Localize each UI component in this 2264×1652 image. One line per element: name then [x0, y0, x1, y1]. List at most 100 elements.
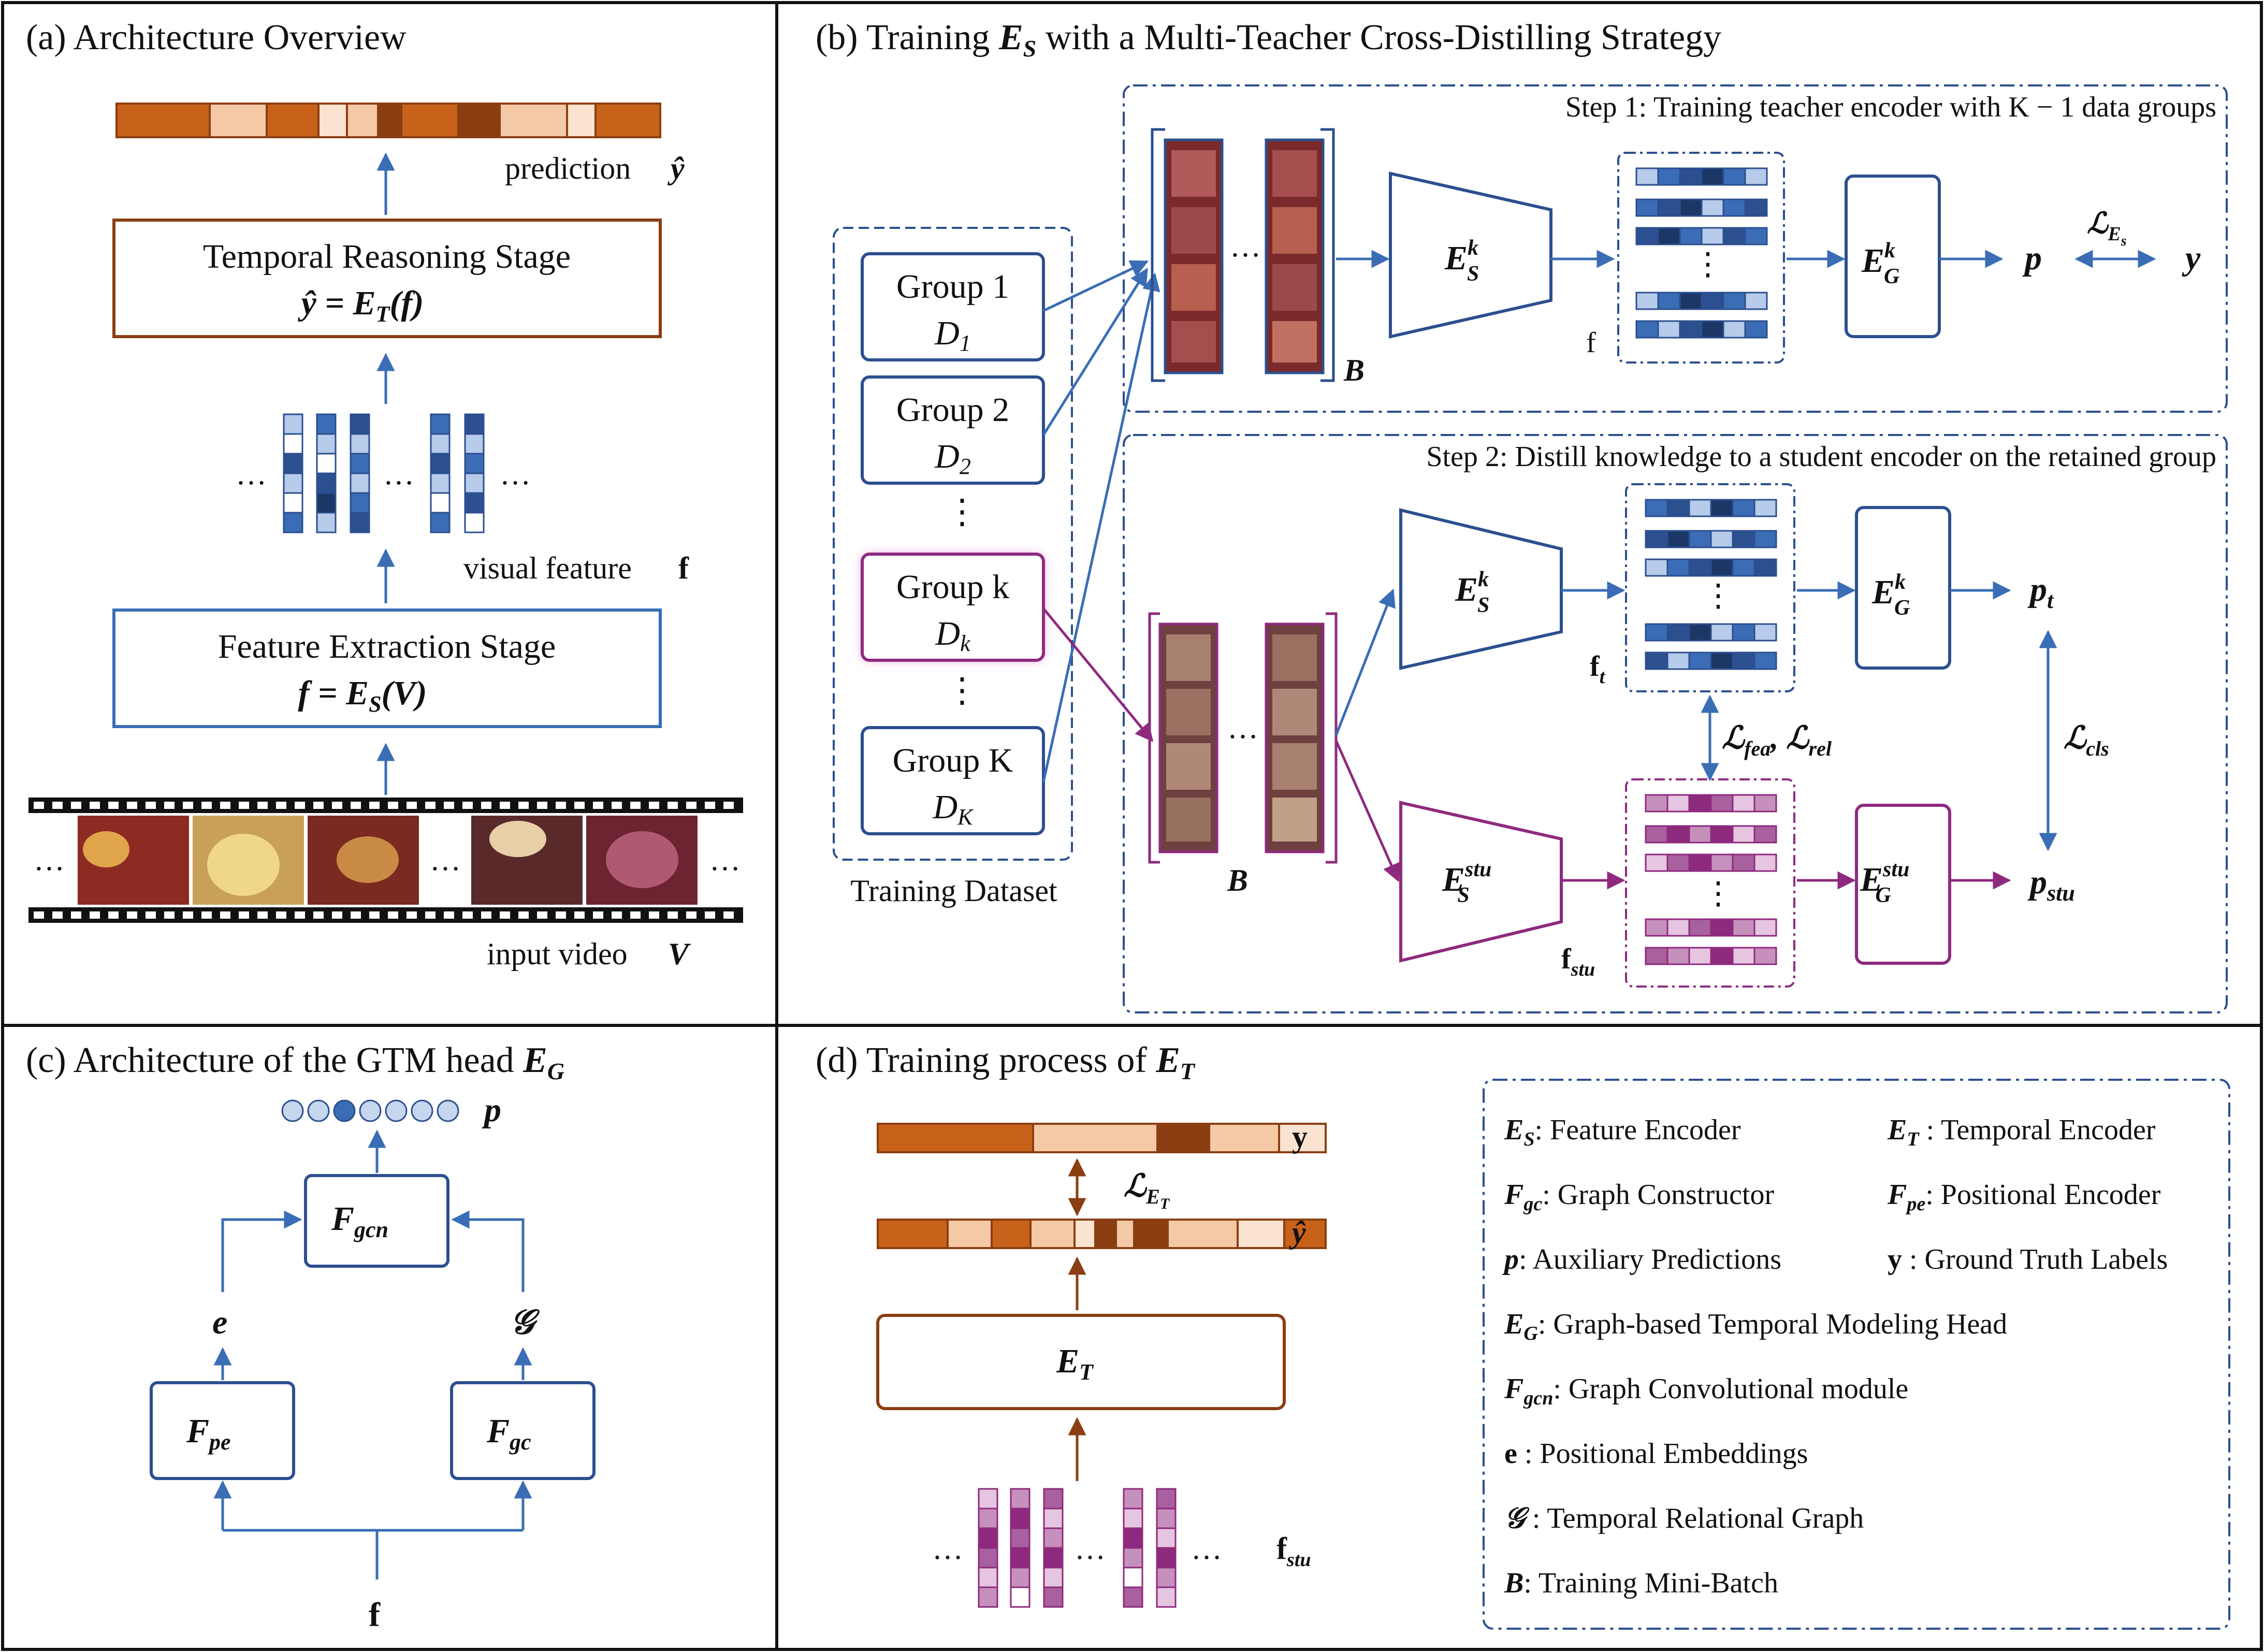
fgcn-label: Fgcn — [331, 1200, 388, 1242]
legend-item: e : Positional Embeddings — [1504, 1438, 1808, 1470]
teacher-feature-matrix-step2 — [1645, 499, 1777, 670]
feature-stage-title: Feature Extraction Stage — [218, 628, 556, 665]
feature-stage-eq: f = ES(V) — [298, 674, 427, 717]
teacher-feature-region-step2 — [1625, 483, 1795, 692]
group-k-box — [861, 553, 1045, 662]
prediction-bar-d — [877, 1219, 1327, 1249]
ellipsis: … — [1075, 1531, 1106, 1566]
group-1-box — [861, 252, 1045, 361]
step1-batch: … — [1151, 128, 1335, 382]
temporal-encoder-label: ET — [1056, 1342, 1094, 1385]
temporal-loss: ℒET — [1124, 1169, 1170, 1212]
positional-embedding-e: e — [212, 1303, 227, 1341]
step1-label: Step 1: Training teacher encoder with K … — [1565, 91, 2216, 123]
panel-a: (a) Architecture Overview prediction ŷ T… — [26, 18, 743, 971]
vdots: ⋮ — [945, 672, 979, 709]
temporal-graph-g: 𝒢 — [510, 1303, 540, 1341]
step2-label: Step 2: Distill knowledge to a student e… — [1426, 441, 2216, 473]
legend-item: ET : Temporal Encoder — [1887, 1114, 2156, 1150]
fgc-box — [450, 1381, 596, 1480]
pred-pt: pt — [2027, 571, 2054, 613]
prediction-yhat: ŷ — [1289, 1215, 1306, 1250]
feature-ft-label: ft — [1590, 650, 1606, 688]
g-to-fgcn-arrow — [451, 1210, 525, 1292]
ellipsis: … — [1191, 1531, 1222, 1566]
f-to-branches — [221, 1484, 525, 1579]
prediction-bar — [115, 103, 661, 138]
panel-c-title: (c) Architecture of the GTM head EG — [26, 1040, 564, 1084]
e-to-fgcn-arrow — [221, 1210, 302, 1292]
gtm-output-p: p — [482, 1091, 501, 1129]
group-k-symbol: Dk — [935, 615, 971, 656]
loss-fea-rel: ℒfea, ℒrel — [1722, 721, 1832, 760]
group-K-symbol: DK — [932, 788, 974, 830]
legend-item: EG: Graph-based Temporal Modeling Head — [1504, 1308, 2007, 1344]
training-dataset-label: Training Dataset — [850, 874, 1057, 908]
fpe-box — [150, 1381, 295, 1480]
legend-item: y : Ground Truth Labels — [1888, 1243, 2168, 1276]
vdots: ⋮ — [1692, 247, 1723, 281]
loss-es: ℒEs — [2087, 208, 2127, 249]
step1-region — [1123, 84, 2228, 413]
panel-d: (d) Training process of ET y ℒET ŷ — [816, 1040, 2230, 1630]
input-feature-f: f — [369, 1596, 381, 1634]
teacher-encoder-step1 — [1389, 171, 1552, 339]
group-k-to-batch-arrow — [1042, 607, 1154, 742]
student-encoder — [1399, 801, 1563, 963]
group-2-name: Group 2 — [896, 391, 1009, 429]
group-1-name: Group 1 — [896, 268, 1009, 306]
visual-feature-columns — [283, 413, 485, 533]
feature-stage-box — [112, 608, 662, 728]
input-video-label: input video — [487, 937, 628, 971]
training-dataset-region — [833, 227, 1073, 861]
auxiliary-prediction-circles — [281, 1099, 459, 1122]
pred-pstu: pstu — [2027, 863, 2075, 906]
prediction-symbol: ŷ — [667, 151, 685, 185]
group-1-symbol: D1 — [934, 314, 971, 356]
batch-label: B — [1227, 863, 1248, 897]
vdots: ⋮ — [945, 493, 979, 531]
vdots: ⋮ — [1703, 578, 1734, 613]
ellipsis: … — [932, 1531, 963, 1566]
legend-box — [1483, 1079, 2230, 1630]
teacher-head-step2 — [1855, 506, 1951, 670]
ellipsis: … — [236, 457, 267, 491]
panel-b-title: (b) Training ES with a Multi-Teacher Cro… — [816, 18, 1721, 62]
student-head — [1855, 804, 1951, 965]
feature-f-label: f — [1586, 327, 1596, 359]
group-2-symbol: D2 — [934, 438, 971, 479]
legend-item: p: Auxiliary Predictions — [1502, 1243, 1781, 1276]
loss-cls: ℒcls — [2064, 721, 2109, 760]
ellipsis: … — [383, 457, 414, 491]
ellipsis: … — [1230, 229, 1261, 263]
temporal-stage-title: Temporal Reasoning Stage — [203, 238, 571, 276]
temporal-stage-eq: ŷ = ET(f) — [298, 284, 424, 327]
student-feature-region — [1625, 778, 1795, 988]
panel-b: (b) Training ES with a Multi-Teacher Cro… — [816, 18, 2228, 1013]
group-to-batch-arrows — [1042, 260, 1160, 782]
legend-item: Fgc: Graph Constructor — [1504, 1179, 1775, 1215]
teacher-encoder-step2 — [1399, 508, 1563, 670]
group-K-name: Group K — [893, 742, 1013, 779]
step2-batch: … — [1148, 612, 1338, 864]
label-y: y — [2182, 239, 2201, 277]
group-k-name: Group k — [896, 568, 1009, 606]
teacher-feature-matrix-step1 — [1635, 167, 1768, 339]
panel-d-title: (d) Training process of ET — [816, 1040, 1196, 1084]
teacher-head-step1 — [1845, 175, 1941, 338]
ellipsis: … — [709, 843, 741, 877]
legend-item: B: Training Mini-Batch — [1504, 1567, 1778, 1599]
legend-item: ES: Feature Encoder — [1504, 1114, 1741, 1150]
panel-c: (c) Architecture of the GTM head EG p Fg… — [26, 1040, 596, 1634]
step2-region — [1123, 434, 2228, 1013]
panel-a-title: (a) Architecture Overview — [26, 18, 407, 57]
feature-fstu-label: fstu — [1561, 943, 1595, 980]
fpe-label: Fpe — [186, 1412, 231, 1455]
legend: ES: Feature Encoder ET : Temporal Encode… — [1502, 1114, 2168, 1599]
